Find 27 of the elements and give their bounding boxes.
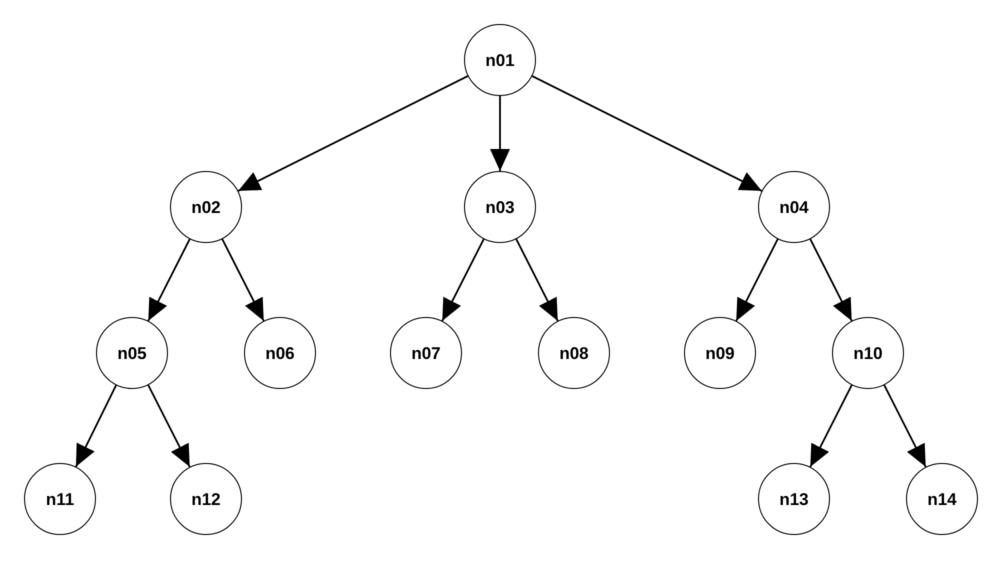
node-label: n03 bbox=[485, 198, 515, 216]
arrow bbox=[883, 384, 927, 468]
node-label: n14 bbox=[927, 490, 957, 508]
node-label: n09 bbox=[705, 344, 735, 362]
arrow bbox=[532, 75, 762, 192]
node-label: n08 bbox=[559, 344, 589, 362]
arrow bbox=[490, 96, 510, 171]
node-label: n10 bbox=[853, 344, 883, 362]
node-label: n05 bbox=[117, 344, 147, 362]
node-label: n06 bbox=[265, 344, 295, 362]
arrow bbox=[238, 75, 468, 192]
node-label: n11 bbox=[46, 490, 74, 508]
arrow bbox=[809, 238, 853, 322]
arrow bbox=[221, 238, 265, 322]
node-label: n01 bbox=[485, 52, 515, 68]
node-label: n02 bbox=[191, 198, 221, 216]
arrow bbox=[735, 238, 779, 322]
arrow bbox=[515, 238, 559, 322]
node-label: n13 bbox=[779, 490, 809, 508]
node-label: n07 bbox=[411, 344, 441, 362]
arrow bbox=[147, 238, 191, 322]
node-label: n04 bbox=[779, 198, 809, 216]
arrow bbox=[147, 384, 191, 468]
arrow bbox=[809, 384, 853, 468]
arrow bbox=[441, 238, 485, 322]
arrow bbox=[75, 384, 117, 468]
node-label: n12 bbox=[191, 490, 221, 508]
